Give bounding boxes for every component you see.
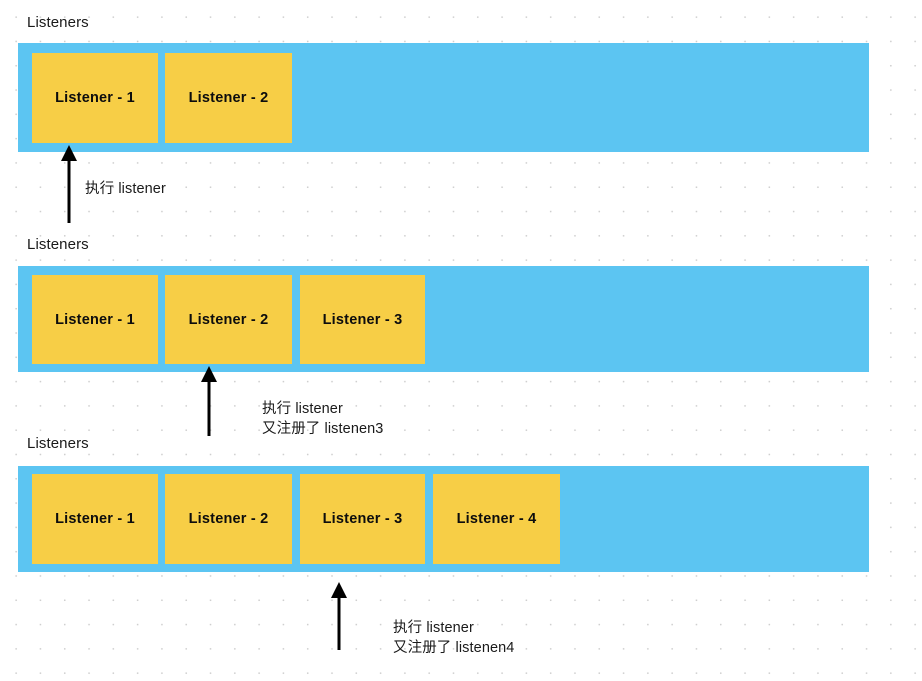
section-1-listener-box-1-label: Listener - 1 <box>55 90 135 106</box>
section-1-listeners-bar <box>18 43 869 152</box>
section-3-listener-box-3-label: Listener - 3 <box>322 511 403 527</box>
section-2-listener-box-1-label: Listener - 1 <box>55 311 135 328</box>
section-1-annotation: 执行 listener <box>85 181 166 197</box>
section-1-listener-box-2-label: Listener - 2 <box>188 90 269 106</box>
section-3-execution-arrow <box>331 582 347 650</box>
section-3-listener-box-4[interactable]: Listener - 4 <box>433 474 560 564</box>
section-2-execution-arrow <box>201 366 217 436</box>
section-3-listener-box-2-label: Listener - 2 <box>188 511 269 527</box>
section-3-listener-box-1-label: Listener - 1 <box>55 511 135 527</box>
section-3-listener-box-3[interactable]: Listener - 3 <box>300 474 425 564</box>
section-2-annotation: 执行 listener 又注册了 listenen3 <box>262 401 384 437</box>
section-2-listener-box-2-label: Listener - 2 <box>188 311 269 328</box>
section-3-listeners-label: Listeners <box>27 435 89 452</box>
section-2-listeners-bar <box>18 266 869 372</box>
section-2-listener-box-2[interactable]: Listener - 2 <box>165 275 292 364</box>
section-3-listener-box-2[interactable]: Listener - 2 <box>165 474 292 564</box>
section-3-listener-box-1[interactable]: Listener - 1 <box>32 474 158 564</box>
section-1-listener-box-2[interactable]: Listener - 2 <box>165 53 292 143</box>
section-1-listeners-label: Listeners <box>27 14 89 31</box>
section-3-annotation: 执行 listener 又注册了 listenen4 <box>393 620 515 656</box>
section-1-execution-arrow <box>61 145 77 223</box>
section-2-listeners-label: Listeners <box>27 236 89 253</box>
section-2-listener-box-1[interactable]: Listener - 1 <box>32 275 158 364</box>
section-1-listener-box-1[interactable]: Listener - 1 <box>32 53 158 143</box>
section-3-listener-box-4-label: Listener - 4 <box>456 511 537 527</box>
section-2-listener-box-3[interactable]: Listener - 3 <box>300 275 425 364</box>
section-2-listener-box-3-label: Listener - 3 <box>322 311 403 328</box>
